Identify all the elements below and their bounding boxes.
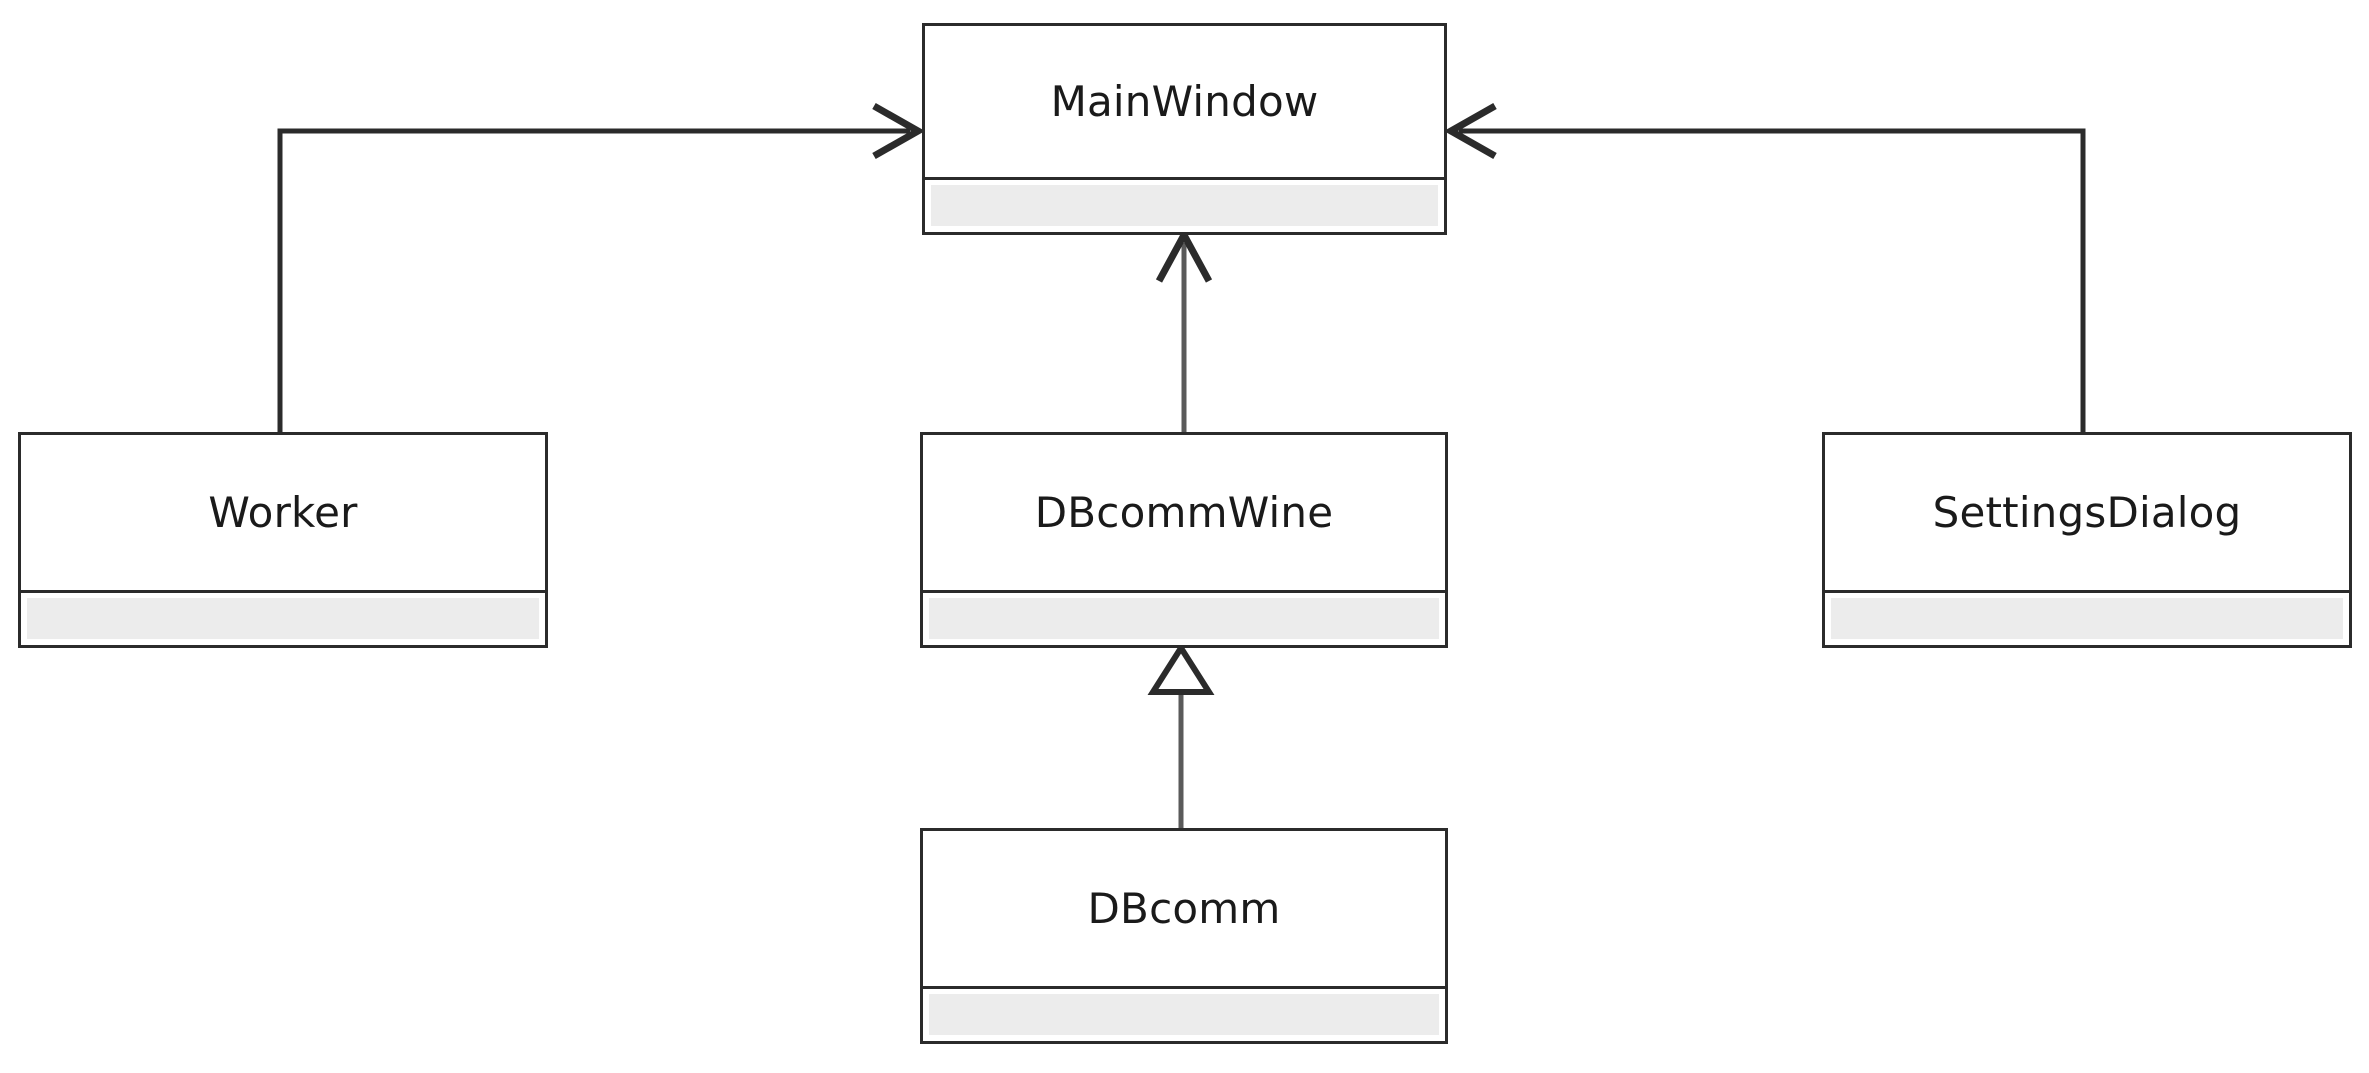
uml-class-name-worker: Worker [208,487,358,537]
uml-class-name-dbcomm: DBcomm [1087,883,1281,933]
connector-settingsdialog-to-mainwindow[interactable] [1443,102,2086,432]
uml-attributes-compartment-worker [21,590,545,645]
uml-attributes-compartment-mainwindow [925,177,1444,232]
hollow-triangle-arrowhead-icon-dbcomm [1147,642,1215,695]
uml-attributes-fill-mainwindow [931,185,1438,226]
connector-dbcomm-to-dbcommwine[interactable] [1147,642,1215,828]
uml-name-compartment-dbcomm: DBcomm [923,831,1445,986]
uml-attributes-compartment-dbcomm [923,986,1445,1041]
open-arrowhead-icon-dbcommwine [1155,227,1213,283]
uml-class-name-settingsdialog: SettingsDialog [1932,487,2242,537]
uml-attributes-fill-settingsdialog [1831,598,2343,639]
uml-attributes-compartment-dbcommwine [923,590,1445,645]
uml-class-dbcomm[interactable]: DBcomm [920,828,1448,1044]
uml-name-compartment-settingsdialog: SettingsDialog [1825,435,2349,590]
connector-dbcommwine-to-mainwindow[interactable] [1155,227,1213,432]
uml-name-compartment-worker: Worker [21,435,545,590]
open-arrowhead-icon-worker [872,102,926,160]
uml-name-compartment-mainwindow: MainWindow [925,26,1444,177]
uml-class-name-mainwindow: MainWindow [1050,76,1319,126]
uml-class-settingsdialog[interactable]: SettingsDialog [1822,432,2352,648]
uml-attributes-compartment-settingsdialog [1825,590,2349,645]
uml-attributes-fill-dbcomm [929,994,1439,1035]
uml-class-dbcommwine[interactable]: DBcommWine [920,432,1448,648]
uml-attributes-fill-worker [27,598,539,639]
connector-line-worker-mainwindow [277,128,910,432]
uml-class-mainwindow[interactable]: MainWindow [922,23,1447,235]
uml-name-compartment-dbcommwine: DBcommWine [923,435,1445,590]
uml-attributes-fill-dbcommwine [929,598,1439,639]
connector-worker-to-mainwindow[interactable] [277,102,926,432]
uml-class-name-dbcommwine: DBcommWine [1034,487,1334,537]
open-arrowhead-icon-settingsdialog [1443,102,1497,160]
uml-class-worker[interactable]: Worker [18,432,548,648]
connector-line-settingsdialog-mainwindow [1459,128,2086,432]
